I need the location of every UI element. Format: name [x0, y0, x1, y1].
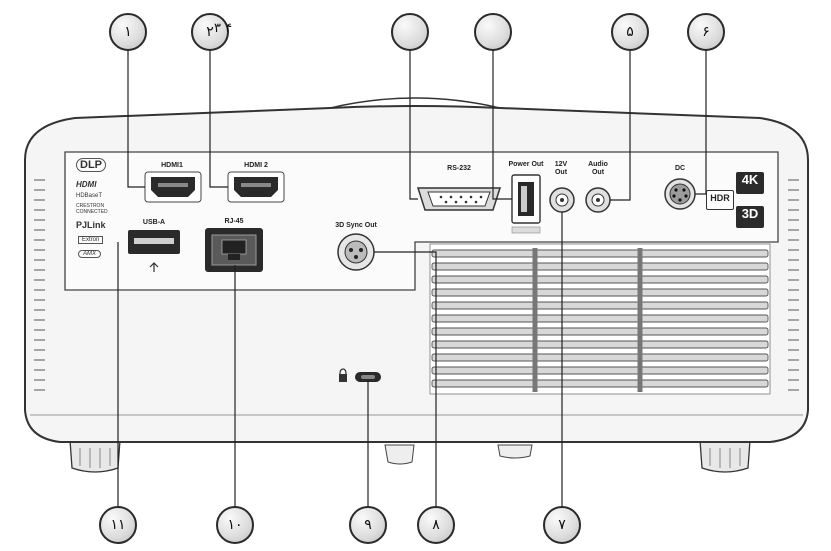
leader-8 — [374, 251, 437, 510]
leader-1 — [127, 40, 145, 188]
left-side-ridges — [34, 179, 45, 391]
leader-2 — [209, 40, 228, 188]
12v-out-jack — [549, 187, 575, 213]
label-usb-a: USB-A — [142, 219, 166, 226]
logo-hdbaset: HDBaseT — [76, 193, 103, 199]
center-foot-right — [497, 444, 533, 459]
leader-rs232 — [409, 40, 418, 200]
label-3d-sync: 3D Sync Out — [335, 222, 377, 229]
callout-1: ١ — [109, 13, 147, 51]
center-foot-left — [384, 444, 415, 465]
label-rj45: RJ-45 — [224, 218, 244, 225]
left-foot — [69, 439, 121, 473]
badge-4k: 4K — [736, 172, 764, 194]
badge-hdr-text: HDR — [710, 193, 730, 203]
label-12v: 12V — [554, 161, 568, 168]
3d-sync-port — [337, 233, 375, 271]
rs232-port — [416, 187, 502, 211]
logo-dlp: DLP — [76, 158, 106, 172]
callout-7: ٧ — [543, 506, 581, 544]
logo-crestron: CRESTRON CONNECTED — [76, 203, 108, 215]
label-dc: DC — [674, 165, 686, 172]
usb-a-port — [128, 230, 180, 272]
logo-hdmi: HDMI — [76, 180, 97, 189]
callout-8: ٨ — [417, 506, 455, 544]
badge-3d: 3D — [736, 206, 764, 228]
right-foot — [699, 439, 751, 473]
label-12v-out: Out — [554, 169, 568, 176]
label-audio: Audio — [588, 161, 608, 168]
logo-amx: AMX — [78, 250, 102, 258]
logo-pjlink: PJLink — [76, 220, 106, 230]
power-out-port — [511, 174, 541, 234]
callout-power-out — [474, 13, 512, 51]
label-hdmi1: HDMI1 — [161, 162, 183, 169]
callout-10: ١٠ — [216, 506, 254, 544]
callout-2-extra-numbers: ٣ ۴ — [214, 21, 233, 36]
callout-9: ٩ — [349, 506, 387, 544]
rj45-port — [205, 228, 263, 272]
leader-lines — [117, 40, 707, 510]
callout-rs232 — [391, 13, 429, 51]
leader-power — [492, 40, 512, 200]
hdmi1-port — [144, 171, 202, 203]
leader-5 — [610, 40, 631, 201]
badge-hdr: HDR — [706, 190, 734, 210]
hdmi2-port — [227, 171, 285, 203]
logo-extron: Extron — [78, 236, 104, 244]
vent-grille — [429, 243, 771, 395]
label-audio-out: Out — [591, 169, 605, 176]
label-rs232: RS-232 — [447, 165, 471, 172]
callout-6: ۶ — [687, 13, 725, 51]
audio-out-jack — [585, 187, 611, 213]
callout-11: ١١ — [99, 506, 137, 544]
callout-5: ۵ — [611, 13, 649, 51]
security-lock-slot — [339, 368, 381, 382]
label-power-out: Power Out — [508, 161, 544, 168]
label-hdmi2: HDMI 2 — [244, 162, 268, 169]
usb-icon — [149, 262, 159, 272]
badge-4k-text: 4K — [741, 172, 759, 187]
right-side-ridges — [788, 179, 799, 391]
callout-2: ٢ — [191, 13, 229, 51]
dc-power-port — [664, 178, 696, 210]
lock-icon — [339, 368, 347, 382]
badge-3d-text: 3D — [741, 206, 759, 221]
